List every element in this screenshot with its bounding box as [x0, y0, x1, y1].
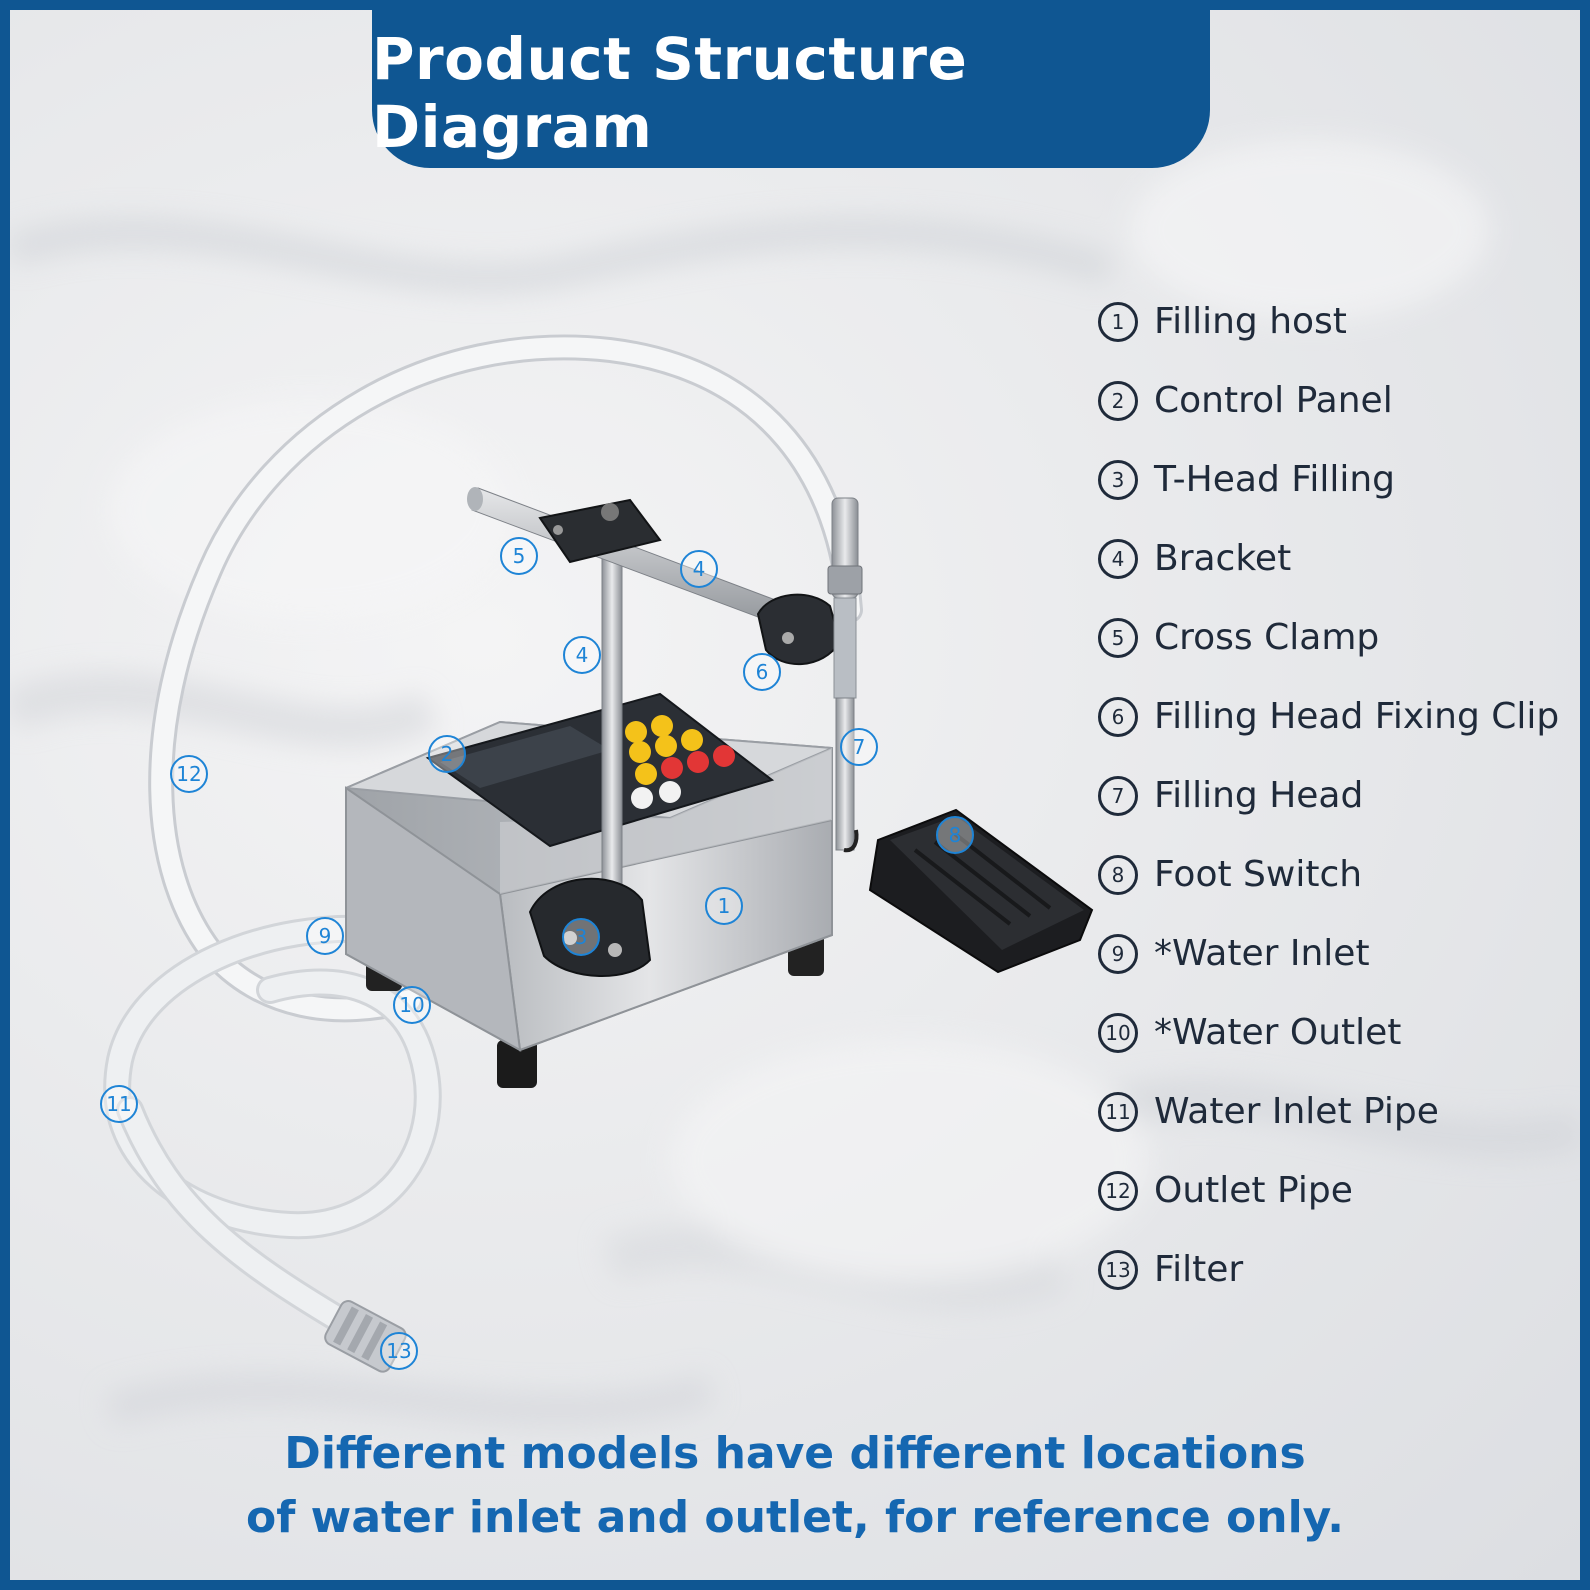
- legend-item: 1 Filling host: [1098, 282, 1568, 361]
- legend-item: 9 *Water Inlet: [1098, 914, 1568, 993]
- marble-background: [10, 140, 1580, 1426]
- legend-number: 5: [1098, 617, 1138, 658]
- host-box-left: [345, 786, 522, 1052]
- callout-filling-head: 7: [840, 728, 878, 766]
- filling-head-fixing-clip: [756, 593, 842, 665]
- legend-number: 11: [1098, 1091, 1138, 1132]
- cross-clamp: [538, 498, 662, 564]
- legend-label: Filling Head Fixing Clip: [1154, 696, 1560, 737]
- legend-item: 13 Filter: [1098, 1230, 1568, 1309]
- inlet-pipe-tail: [119, 1099, 351, 1331]
- disclaimer-note: Different models have different location…: [10, 1422, 1580, 1550]
- legend-item: 7 Filling Head: [1098, 756, 1568, 835]
- legend-label: Cross Clamp: [1154, 617, 1380, 658]
- foot-switch: [843, 808, 1094, 974]
- callout-t-head: 3: [562, 918, 600, 956]
- legend-number: 6: [1098, 696, 1138, 737]
- foot-front-left: [497, 1040, 537, 1088]
- legend-number: 7: [1098, 775, 1138, 816]
- legend-number: 4: [1098, 538, 1138, 579]
- legend-item: 3 T-Head Filling: [1098, 440, 1568, 519]
- legend-number: 13: [1098, 1249, 1138, 1290]
- legend-number: 9: [1098, 933, 1138, 974]
- legend-label: T-Head Filling: [1154, 459, 1396, 500]
- legend-label: Filter: [1154, 1249, 1244, 1290]
- legend-item: 8 Foot Switch: [1098, 835, 1568, 914]
- parts-legend: 1 Filling host 2 Control Panel 3 T-Head …: [1098, 282, 1568, 1309]
- legend-item: 10 *Water Outlet: [1098, 993, 1568, 1072]
- callout-fixing-clip: 6: [743, 653, 781, 691]
- callout-control-panel: 2: [428, 735, 466, 773]
- legend-label: *Water Inlet: [1154, 933, 1370, 974]
- bracket-vertical-rod: [601, 557, 623, 919]
- legend-number: 3: [1098, 459, 1138, 500]
- callout-water-inlet: 9: [306, 917, 344, 955]
- callout-foot-switch: 8: [936, 816, 974, 854]
- callout-filling-host: 1: [705, 887, 743, 925]
- control-panel: [425, 692, 775, 848]
- callout-outlet-pipe: 12: [170, 755, 208, 793]
- legend-number: 2: [1098, 380, 1138, 421]
- callout-inlet-pipe: 11: [100, 1085, 138, 1123]
- callout-bracket-vertical: 4: [563, 636, 601, 674]
- outlet-pipe: [151, 337, 860, 1020]
- legend-label: *Water Outlet: [1154, 1012, 1402, 1053]
- legend-label: Outlet Pipe: [1154, 1170, 1353, 1211]
- legend-label: Foot Switch: [1154, 854, 1363, 895]
- diagram-canvas: Product Structure Diagram: [10, 10, 1580, 1580]
- callout-filter: 13: [380, 1332, 418, 1370]
- legend-label: Filling host: [1154, 301, 1347, 342]
- legend-item: 2 Control Panel: [1098, 361, 1568, 440]
- legend-item: 11 Water Inlet Pipe: [1098, 1072, 1568, 1151]
- legend-item: 5 Cross Clamp: [1098, 598, 1568, 677]
- legend-number: 1: [1098, 301, 1138, 342]
- filling-head: [827, 497, 863, 851]
- legend-label: Filling Head: [1154, 775, 1364, 816]
- callout-bracket-horizontal: 4: [680, 550, 718, 588]
- legend-label: Bracket: [1154, 538, 1292, 579]
- legend-label: Control Panel: [1154, 380, 1393, 421]
- disclaimer-line-1: Different models have different location…: [284, 1428, 1306, 1479]
- legend-number: 12: [1098, 1170, 1138, 1211]
- legend-item: 6 Filling Head Fixing Clip: [1098, 677, 1568, 756]
- legend-number: 8: [1098, 854, 1138, 895]
- callout-cross-clamp: 5: [500, 537, 538, 575]
- title-banner: Product Structure Diagram: [372, 10, 1210, 168]
- disclaimer-line-2: of water inlet and outlet, for reference…: [245, 1492, 1345, 1543]
- callout-water-outlet: 10: [393, 986, 431, 1024]
- legend-item: 12 Outlet Pipe: [1098, 1151, 1568, 1230]
- diagram-title: Product Structure Diagram: [372, 25, 968, 161]
- legend-number: 10: [1098, 1012, 1138, 1053]
- legend-item: 4 Bracket: [1098, 519, 1568, 598]
- legend-label: Water Inlet Pipe: [1154, 1091, 1439, 1132]
